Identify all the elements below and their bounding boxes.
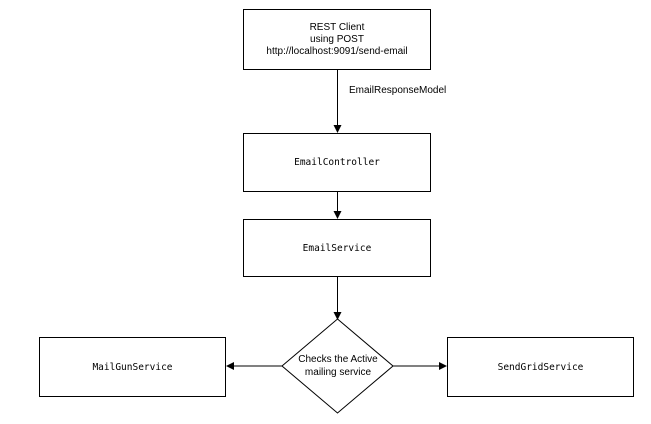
sendgrid-service-box: SendGridService <box>447 337 634 397</box>
edge-label-response-model: EmailResponseModel <box>349 85 447 96</box>
decision-label: Checks the Active mailing service <box>283 353 393 379</box>
mailgun-service-label: MailGunService <box>92 361 173 373</box>
rest-client-line-2: using POST <box>310 33 364 45</box>
rest-client-line-1: REST Client <box>309 21 365 33</box>
email-service-box: EmailService <box>243 219 431 277</box>
mailgun-service-box: MailGunService <box>39 337 226 397</box>
email-service-label: EmailService <box>302 242 372 254</box>
email-controller-label: EmailController <box>294 157 380 168</box>
sendgrid-service-label: SendGridService <box>497 361 584 373</box>
decision-diamond <box>281 318 394 414</box>
decision-line-2: mailing service <box>304 367 372 378</box>
rest-client-line-3: http://localhost:9091/send-email <box>266 45 408 57</box>
decision-line-1: Checks the Active <box>298 354 378 365</box>
email-controller-box: EmailController <box>243 133 431 192</box>
rest-client-box: REST Client using POST http://localhost:… <box>243 9 431 70</box>
